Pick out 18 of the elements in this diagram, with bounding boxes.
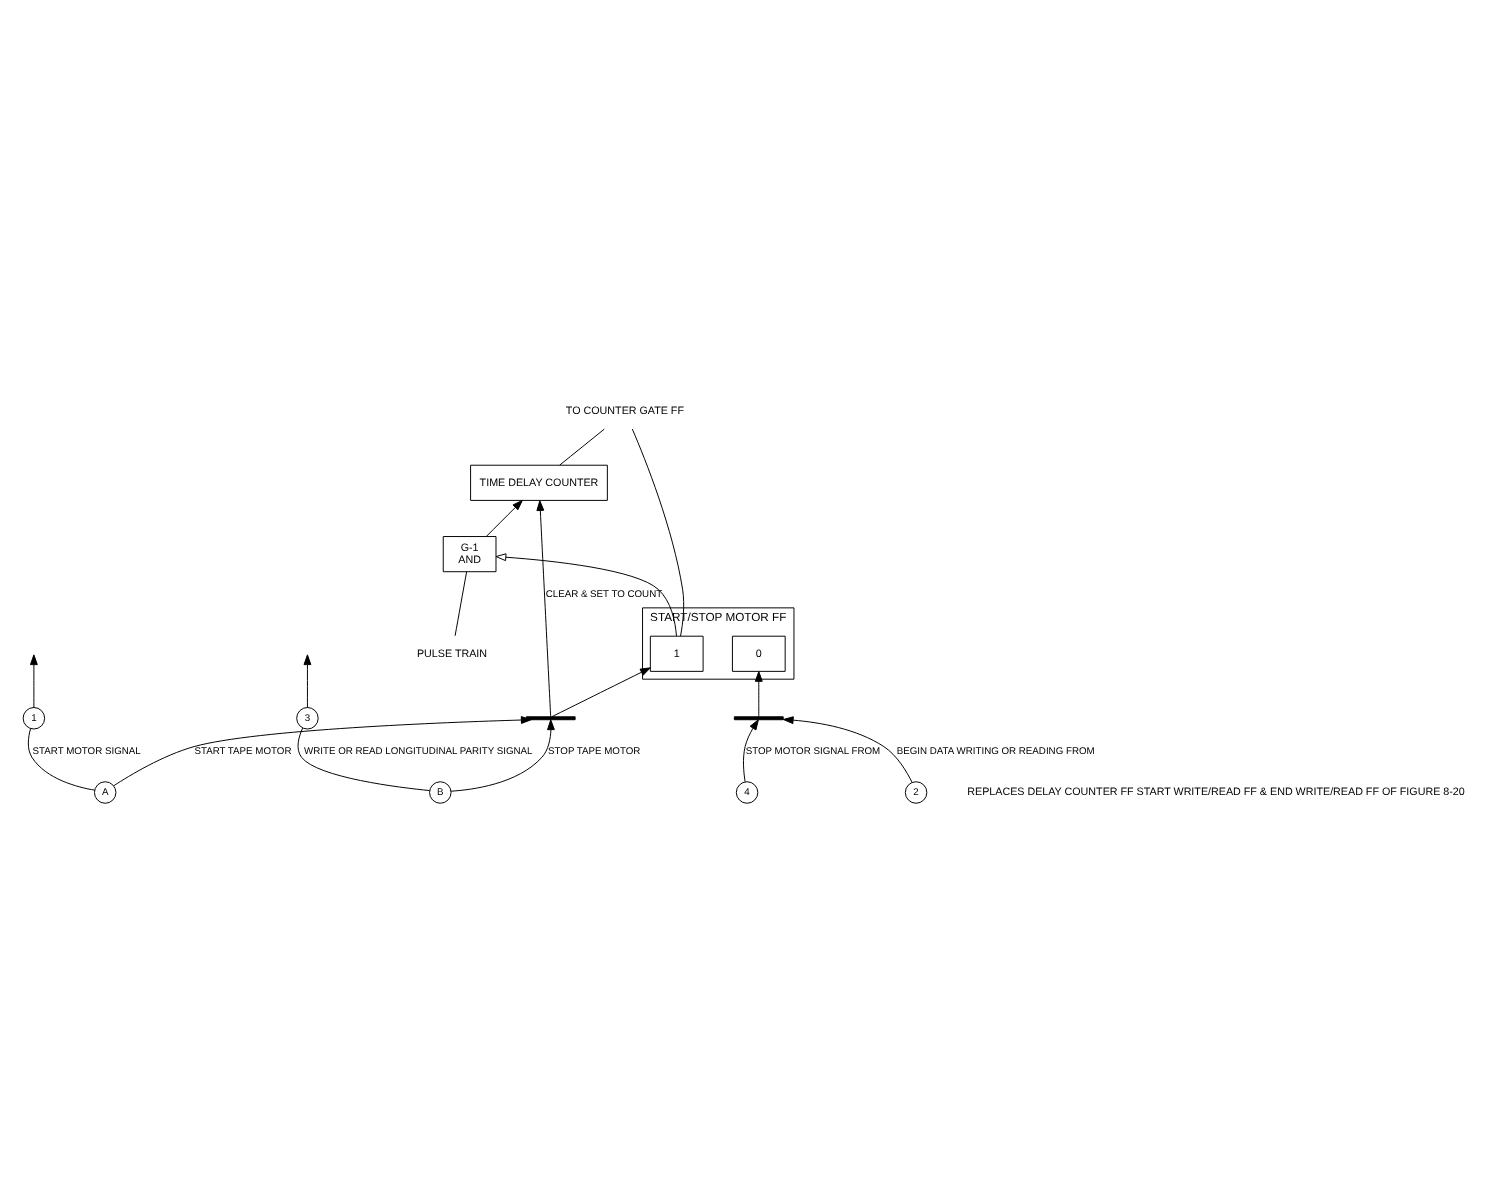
node-bar — [733, 716, 784, 721]
node-bar — [525, 716, 576, 721]
arrow — [495, 553, 677, 637]
connector — [631, 428, 685, 637]
arrow — [536, 500, 552, 718]
arrow — [485, 499, 523, 537]
arrow — [782, 716, 913, 783]
arrow — [113, 716, 532, 787]
arrow — [743, 719, 759, 783]
connector — [297, 727, 431, 792]
arrow — [303, 654, 312, 708]
arrow — [30, 654, 38, 708]
arrow — [551, 667, 651, 718]
arrow — [450, 719, 555, 792]
connector — [27, 728, 96, 791]
connector — [559, 428, 605, 466]
connector — [454, 571, 468, 637]
arrow — [754, 671, 763, 718]
